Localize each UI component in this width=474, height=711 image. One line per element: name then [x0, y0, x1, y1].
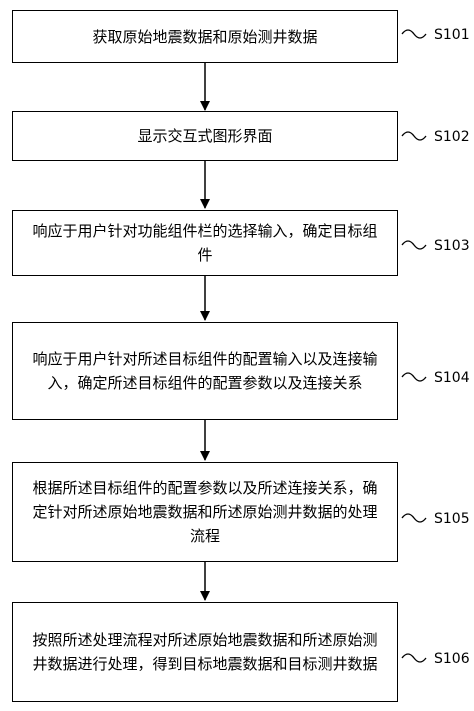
- step-id-s106: S106: [434, 651, 470, 667]
- step-id-s104: S104: [434, 370, 470, 386]
- step-box-s101: 获取原始地震数据和原始测井数据: [12, 10, 398, 63]
- leader-s103: [401, 240, 427, 250]
- step-text: 获取原始地震数据和原始测井数据: [92, 27, 318, 46]
- step-text: 显示交互式图形界面: [137, 127, 273, 145]
- leader-s101: [401, 29, 427, 39]
- step-text: 根据所述目标组件的配置参数以及所述连接关系，确定针对所述原始地震数据和所述原始测…: [32, 479, 378, 545]
- step-id-s103: S103: [434, 238, 470, 254]
- step-text: 响应于用户针对功能组件栏的选择输入，确定目标组件: [32, 222, 378, 264]
- step-text: 响应于用户针对所述目标组件的配置输入以及连接输入，确定所述目标组件的配置参数以及…: [32, 350, 378, 392]
- leader-s102: [401, 131, 427, 141]
- leader-s105: [401, 513, 427, 523]
- step-box-s106: 按照所述处理流程对所述原始地震数据和所述原始测井数据进行处理，得到目标地震数据和…: [12, 602, 398, 702]
- leader-s104: [401, 372, 427, 382]
- step-text: 按照所述处理流程对所述原始地震数据和所述原始测井数据进行处理，得到目标地震数据和…: [32, 631, 378, 673]
- step-box-s104: 响应于用户针对所述目标组件的配置输入以及连接输入，确定所述目标组件的配置参数以及…: [12, 322, 398, 420]
- step-box-s103: 响应于用户针对功能组件栏的选择输入，确定目标组件: [12, 210, 398, 276]
- step-box-s102: 显示交互式图形界面: [12, 111, 398, 161]
- step-id-s101: S101: [434, 27, 470, 43]
- leader-s106: [401, 653, 427, 663]
- step-id-s105: S105: [434, 511, 470, 527]
- step-box-s105: 根据所述目标组件的配置参数以及所述连接关系，确定针对所述原始地震数据和所述原始测…: [12, 462, 398, 562]
- step-id-s102: S102: [434, 129, 470, 145]
